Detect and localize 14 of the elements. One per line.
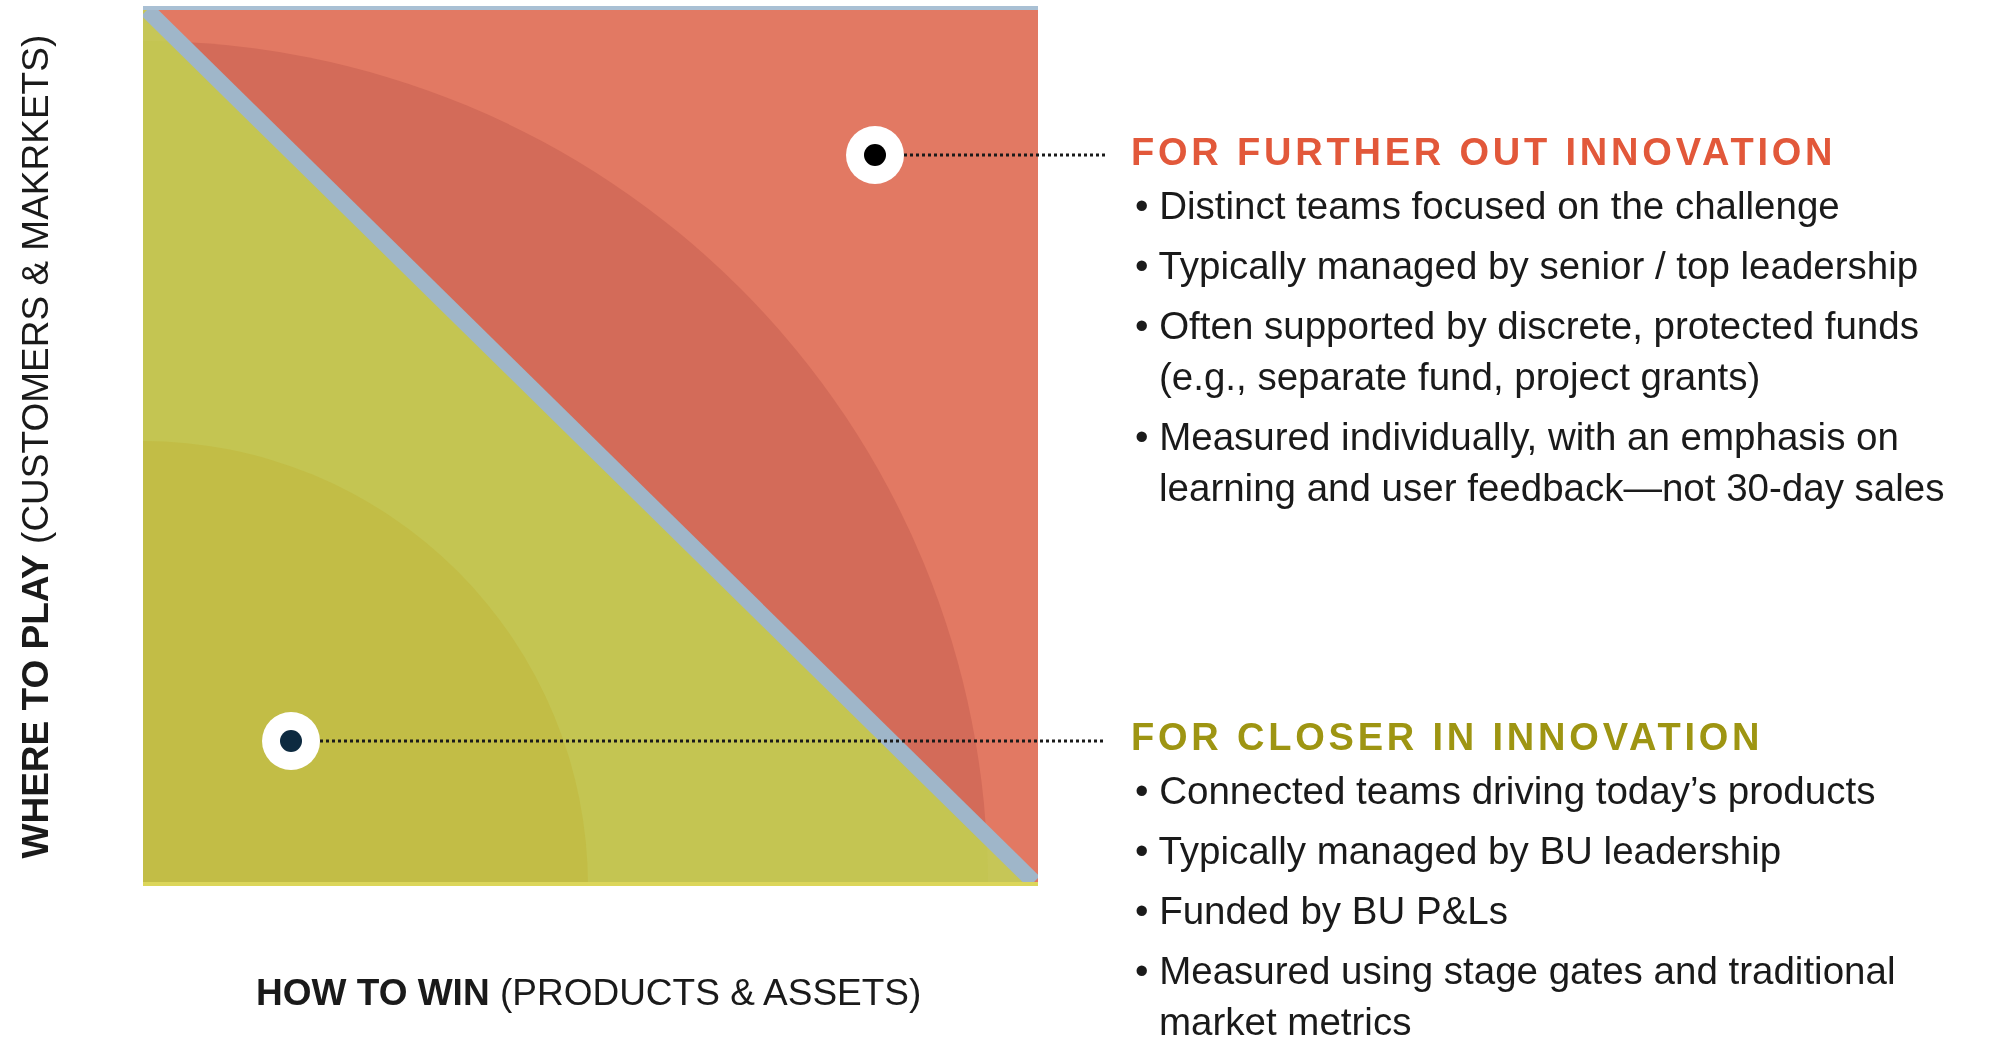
section-heading: FOR CLOSER IN INNOVATION — [1131, 716, 1764, 759]
bullet-item: • Often supported by discrete, protected funds (e.g., separate fund, project grants) — [1135, 303, 1920, 400]
axis-label: HOW TO WIN (PRODUCTS & ASSETS) — [256, 972, 922, 1014]
bullet-item: • Measured individually, with an emphasis on learning and user feedback—not 30-day sales — [1135, 414, 1946, 511]
bullet-item: • Typically managed by BU leadership — [1135, 828, 1783, 874]
bullet-item: • Funded by BU P&Ls — [1135, 888, 1509, 934]
bullet-item: • Connected teams driving today’s products — [1135, 768, 1877, 814]
bullet-item: • Distinct teams focused on the challenge — [1135, 183, 1841, 229]
leader-line — [904, 153, 1105, 157]
leader-line — [320, 739, 1105, 743]
axis-label: WHERE TO PLAY (CUSTOMERS & MAKRKETS) — [14, 35, 57, 859]
section-heading: FOR FURTHER OUT INNOVATION — [1131, 131, 1837, 174]
bullet-item: • Typically managed by senior / top leadership — [1135, 243, 1920, 289]
bullet-item: • Measured using stage gates and traditional market metrics — [1135, 948, 1897, 1045]
